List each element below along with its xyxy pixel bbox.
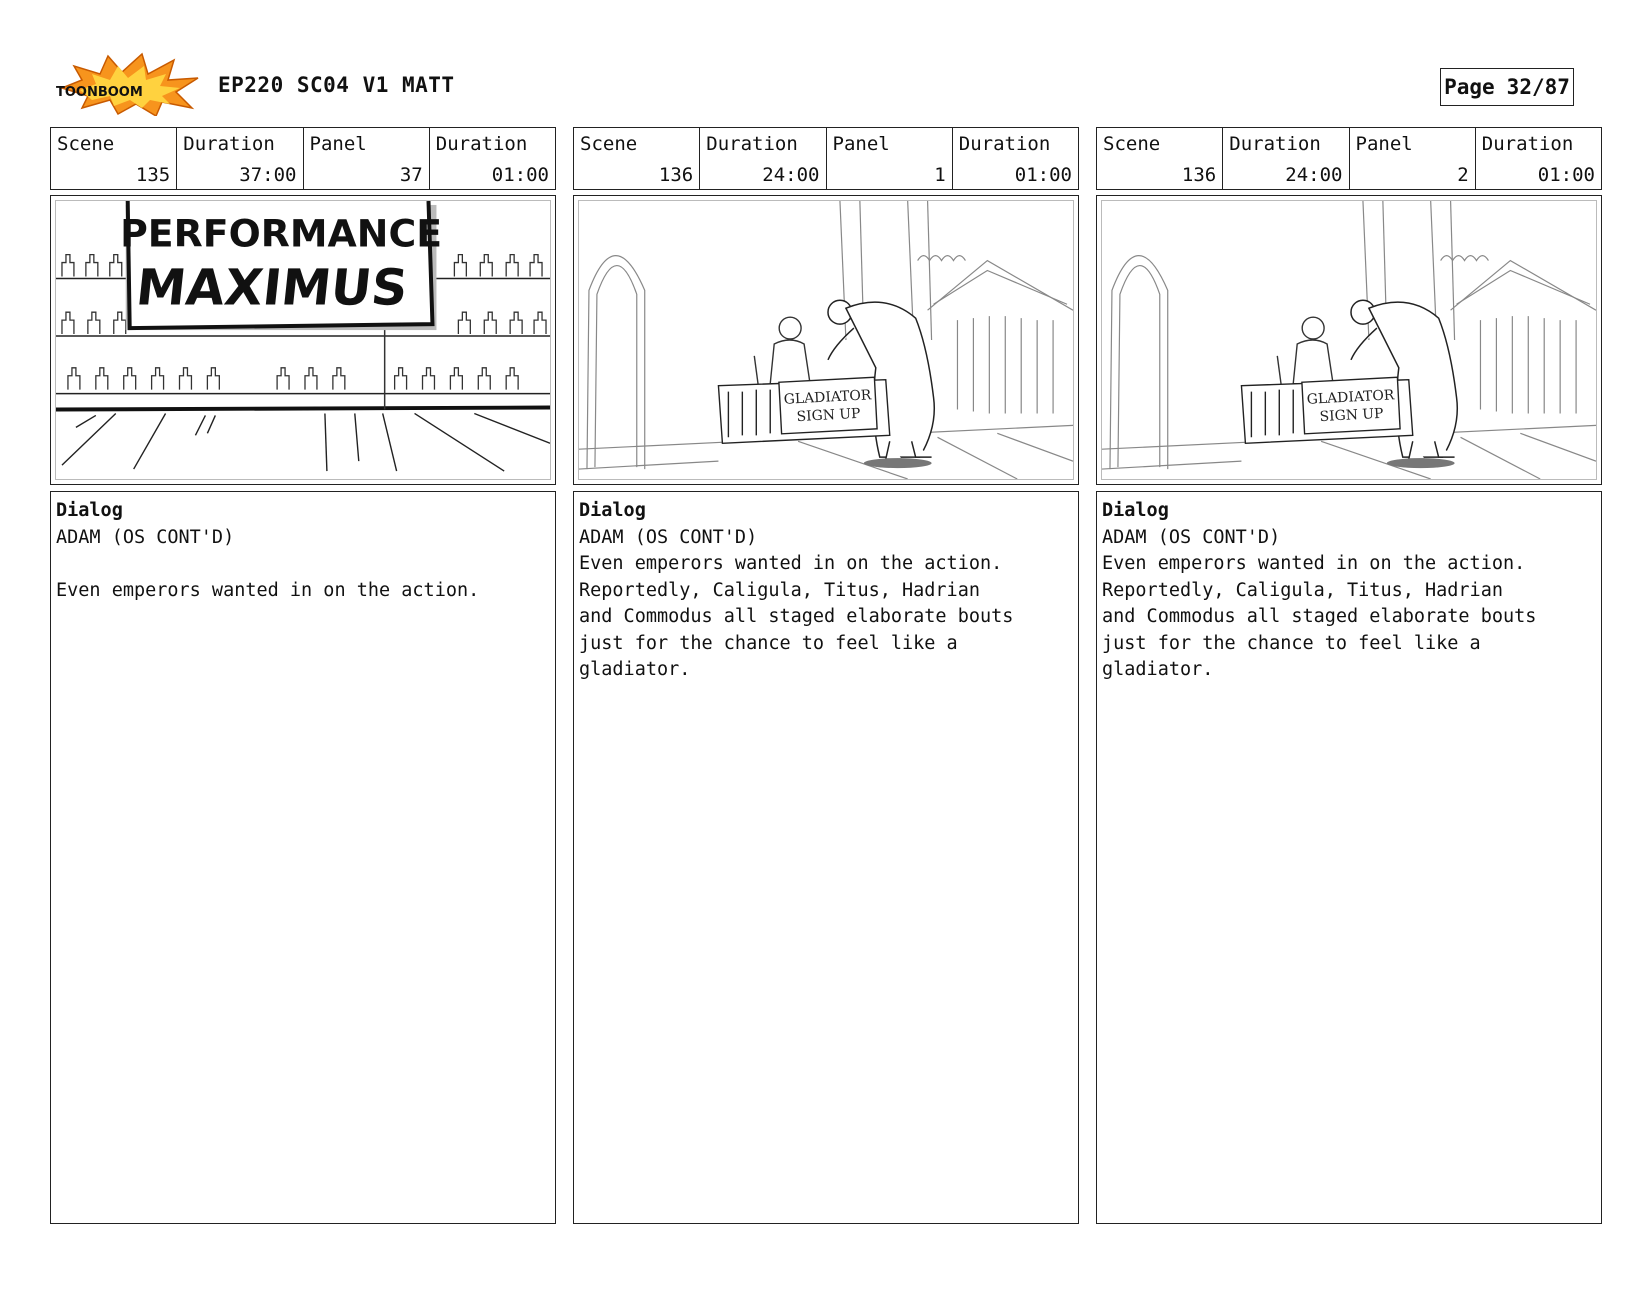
scene-label: Scene: [580, 133, 638, 155]
dialog-line: and Commodus all staged elaborate bouts: [579, 606, 1014, 627]
dialog-line: Even emperors wanted in on the action.: [1102, 553, 1526, 574]
panel-value: 1: [934, 164, 946, 186]
logo-text: TOONBOOM: [56, 85, 143, 100]
dialog-line: and Commodus all staged elaborate bouts: [1102, 606, 1537, 627]
panel-label: Panel: [1355, 133, 1413, 155]
dialog-line: Even emperors wanted in on the action.: [56, 579, 480, 601]
panel-label: Panel: [309, 133, 367, 155]
dialog-line: [56, 551, 550, 578]
dialog-heading: Dialog: [579, 500, 646, 521]
scene-duration-value: 37:00: [239, 164, 297, 186]
panel-duration-value: 01:00: [1537, 164, 1595, 186]
banner-line-1: GLADIATOR: [1306, 387, 1395, 408]
dialog-heading: Dialog: [56, 500, 123, 521]
panel-drawing-frame: GLADIATOR SIGN UP: [573, 195, 1079, 485]
dialog-line: Reportedly, Caligula, Titus, Hadrian: [579, 579, 980, 601]
gladiator-signup-sketch: GLADIATOR SIGN UP: [579, 201, 1073, 479]
scene-cell: Scene 135: [51, 128, 178, 189]
panel-duration-cell: Duration 01:00: [953, 128, 1078, 189]
dialog-line: just for the chance to feel like a: [1102, 632, 1481, 654]
page-label: Page: [1444, 75, 1495, 99]
panel-info-bar: Scene 136 Duration 24:00 Panel 1 Duratio…: [573, 127, 1079, 190]
banner-line-1: GLADIATOR: [783, 387, 872, 408]
scene-cell: Scene 136: [1097, 128, 1224, 189]
panel-duration-cell: Duration 01:00: [430, 128, 555, 189]
dialog-line: gladiator.: [1102, 659, 1214, 680]
sign-line-2: MAXIMUS: [134, 258, 411, 316]
panel-cell: Panel 37: [304, 128, 430, 189]
document-title: EP220 SC04 V1 MATT: [218, 73, 455, 97]
scene-cell: Scene 136: [574, 128, 701, 189]
panel-duration-value: 01:00: [491, 164, 549, 186]
panel-duration-label: Duration: [1481, 133, 1574, 155]
panel-value: 37: [399, 164, 423, 186]
scene-label: Scene: [1103, 133, 1161, 155]
panel-duration-value: 01:00: [1014, 164, 1072, 186]
dialog-line: just for the chance to feel like a: [579, 632, 958, 654]
panel-duration-cell: Duration 01:00: [1476, 128, 1601, 189]
page-number: 32/87: [1506, 75, 1570, 99]
panel-cell: Panel 2: [1350, 128, 1476, 189]
dialog-speaker: ADAM (OS CONT'D): [579, 526, 758, 548]
scene-duration-label: Duration: [183, 133, 275, 155]
storyboard-panel: Scene 136 Duration 24:00 Panel 1 Duratio…: [573, 127, 1079, 1224]
storyboard-panel: Scene 135 Duration 37:00 Panel 37 Durati…: [50, 127, 556, 1224]
sign-line-1: PERFORMANCE: [120, 212, 442, 256]
dialog-speaker: ADAM (OS CONT'D): [56, 526, 235, 548]
panel-info-bar: Scene 135 Duration 37:00 Panel 37 Durati…: [50, 127, 556, 190]
scene-value: 135: [135, 164, 171, 186]
panel-drawing-frame: GLADIATOR SIGN UP: [1096, 195, 1602, 485]
scene-duration-label: Duration: [706, 133, 798, 155]
toonboom-logo: TOONBOOM: [52, 52, 200, 118]
scene-duration-value: 24:00: [1285, 164, 1343, 186]
scene-duration-cell: Duration 24:00: [1223, 128, 1350, 189]
dialog-speaker: ADAM (OS CONT'D): [1102, 526, 1281, 548]
panel-info-bar: Scene 136 Duration 24:00 Panel 2 Duratio…: [1096, 127, 1602, 190]
scene-value: 136: [1181, 164, 1217, 186]
panel-duration-label: Duration: [435, 133, 528, 155]
panel-label: Panel: [832, 133, 890, 155]
dialog-box: Dialog ADAM (OS CONT'D) Even emperors wa…: [1096, 491, 1602, 1224]
dialog-line: gladiator.: [579, 659, 691, 680]
scene-label: Scene: [57, 133, 115, 155]
page-indicator: Page 32/87: [1440, 68, 1574, 106]
dialog-box: Dialog ADAM (OS CONT'D) Even emperors wa…: [50, 491, 556, 1224]
scene-duration-cell: Duration 24:00: [700, 128, 827, 189]
gladiator-signup-sketch: GLADIATOR SIGN UP: [1102, 201, 1596, 479]
banner-line-2: SIGN UP: [1319, 406, 1384, 425]
dialog-line: Reportedly, Caligula, Titus, Hadrian: [1102, 579, 1503, 601]
panel-value: 2: [1457, 164, 1469, 186]
scene-duration-label: Duration: [1229, 133, 1321, 155]
panel-cell: Panel 1: [827, 128, 953, 189]
storyboard-panel: Scene 136 Duration 24:00 Panel 2 Duratio…: [1096, 127, 1602, 1224]
panel-drawing-frame: PERFORMANCE MAXIMUS: [50, 195, 556, 485]
banner-line-2: SIGN UP: [796, 406, 861, 425]
dialog-heading: Dialog: [1102, 500, 1169, 521]
dialog-line: Even emperors wanted in on the action.: [579, 553, 1003, 574]
scene-duration-value: 24:00: [762, 164, 820, 186]
scene-value: 136: [658, 164, 694, 186]
performance-maximus-sketch: PERFORMANCE MAXIMUS: [56, 201, 550, 479]
panel-duration-label: Duration: [958, 133, 1051, 155]
scene-duration-cell: Duration 37:00: [177, 128, 304, 189]
dialog-box: Dialog ADAM (OS CONT'D) Even emperors wa…: [573, 491, 1079, 1224]
